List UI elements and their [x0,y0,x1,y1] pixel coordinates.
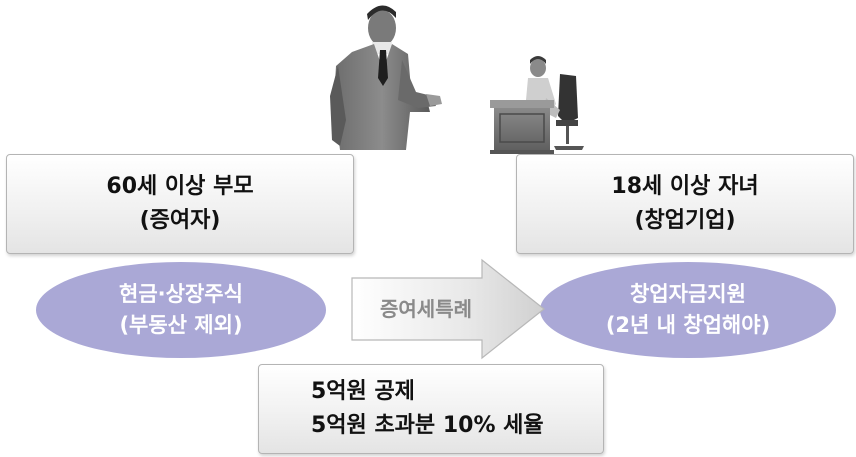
deduction-box: 5억원 공제 5억원 초과분 10% 세율 [258,364,604,454]
parent-box: 60세 이상 부모 (증여자) [6,154,354,254]
child-box: 18세 이상 자녀 (창업기업) [516,154,854,254]
child-box-title: 18세 이상 자녀 [611,174,759,199]
deduction-line1: 5억원 공제 [311,379,415,404]
left-ellipse-line2: (부동산 제외) [119,313,243,337]
parent-box-subtitle: (증여자) [139,208,221,233]
arrow-label: 증여세특례 [380,297,472,321]
left-ellipse-line1: 현금·상장주식 [119,282,243,306]
deduction-line2: 5억원 초과분 10% 세율 [311,413,544,438]
right-ellipse-line2: (2년 내 창업해야) [605,313,771,337]
right-ellipse-startup-support: 창업자금지원 (2년 내 창업해야) [540,262,836,358]
parent-box-title: 60세 이상 부모 [106,174,254,199]
child-box-subtitle: (창업기업) [634,208,736,233]
right-ellipse-line1: 창업자금지원 [630,282,746,306]
left-ellipse-cash-stocks: 현금·상장주식 (부동산 제외) [36,262,326,358]
